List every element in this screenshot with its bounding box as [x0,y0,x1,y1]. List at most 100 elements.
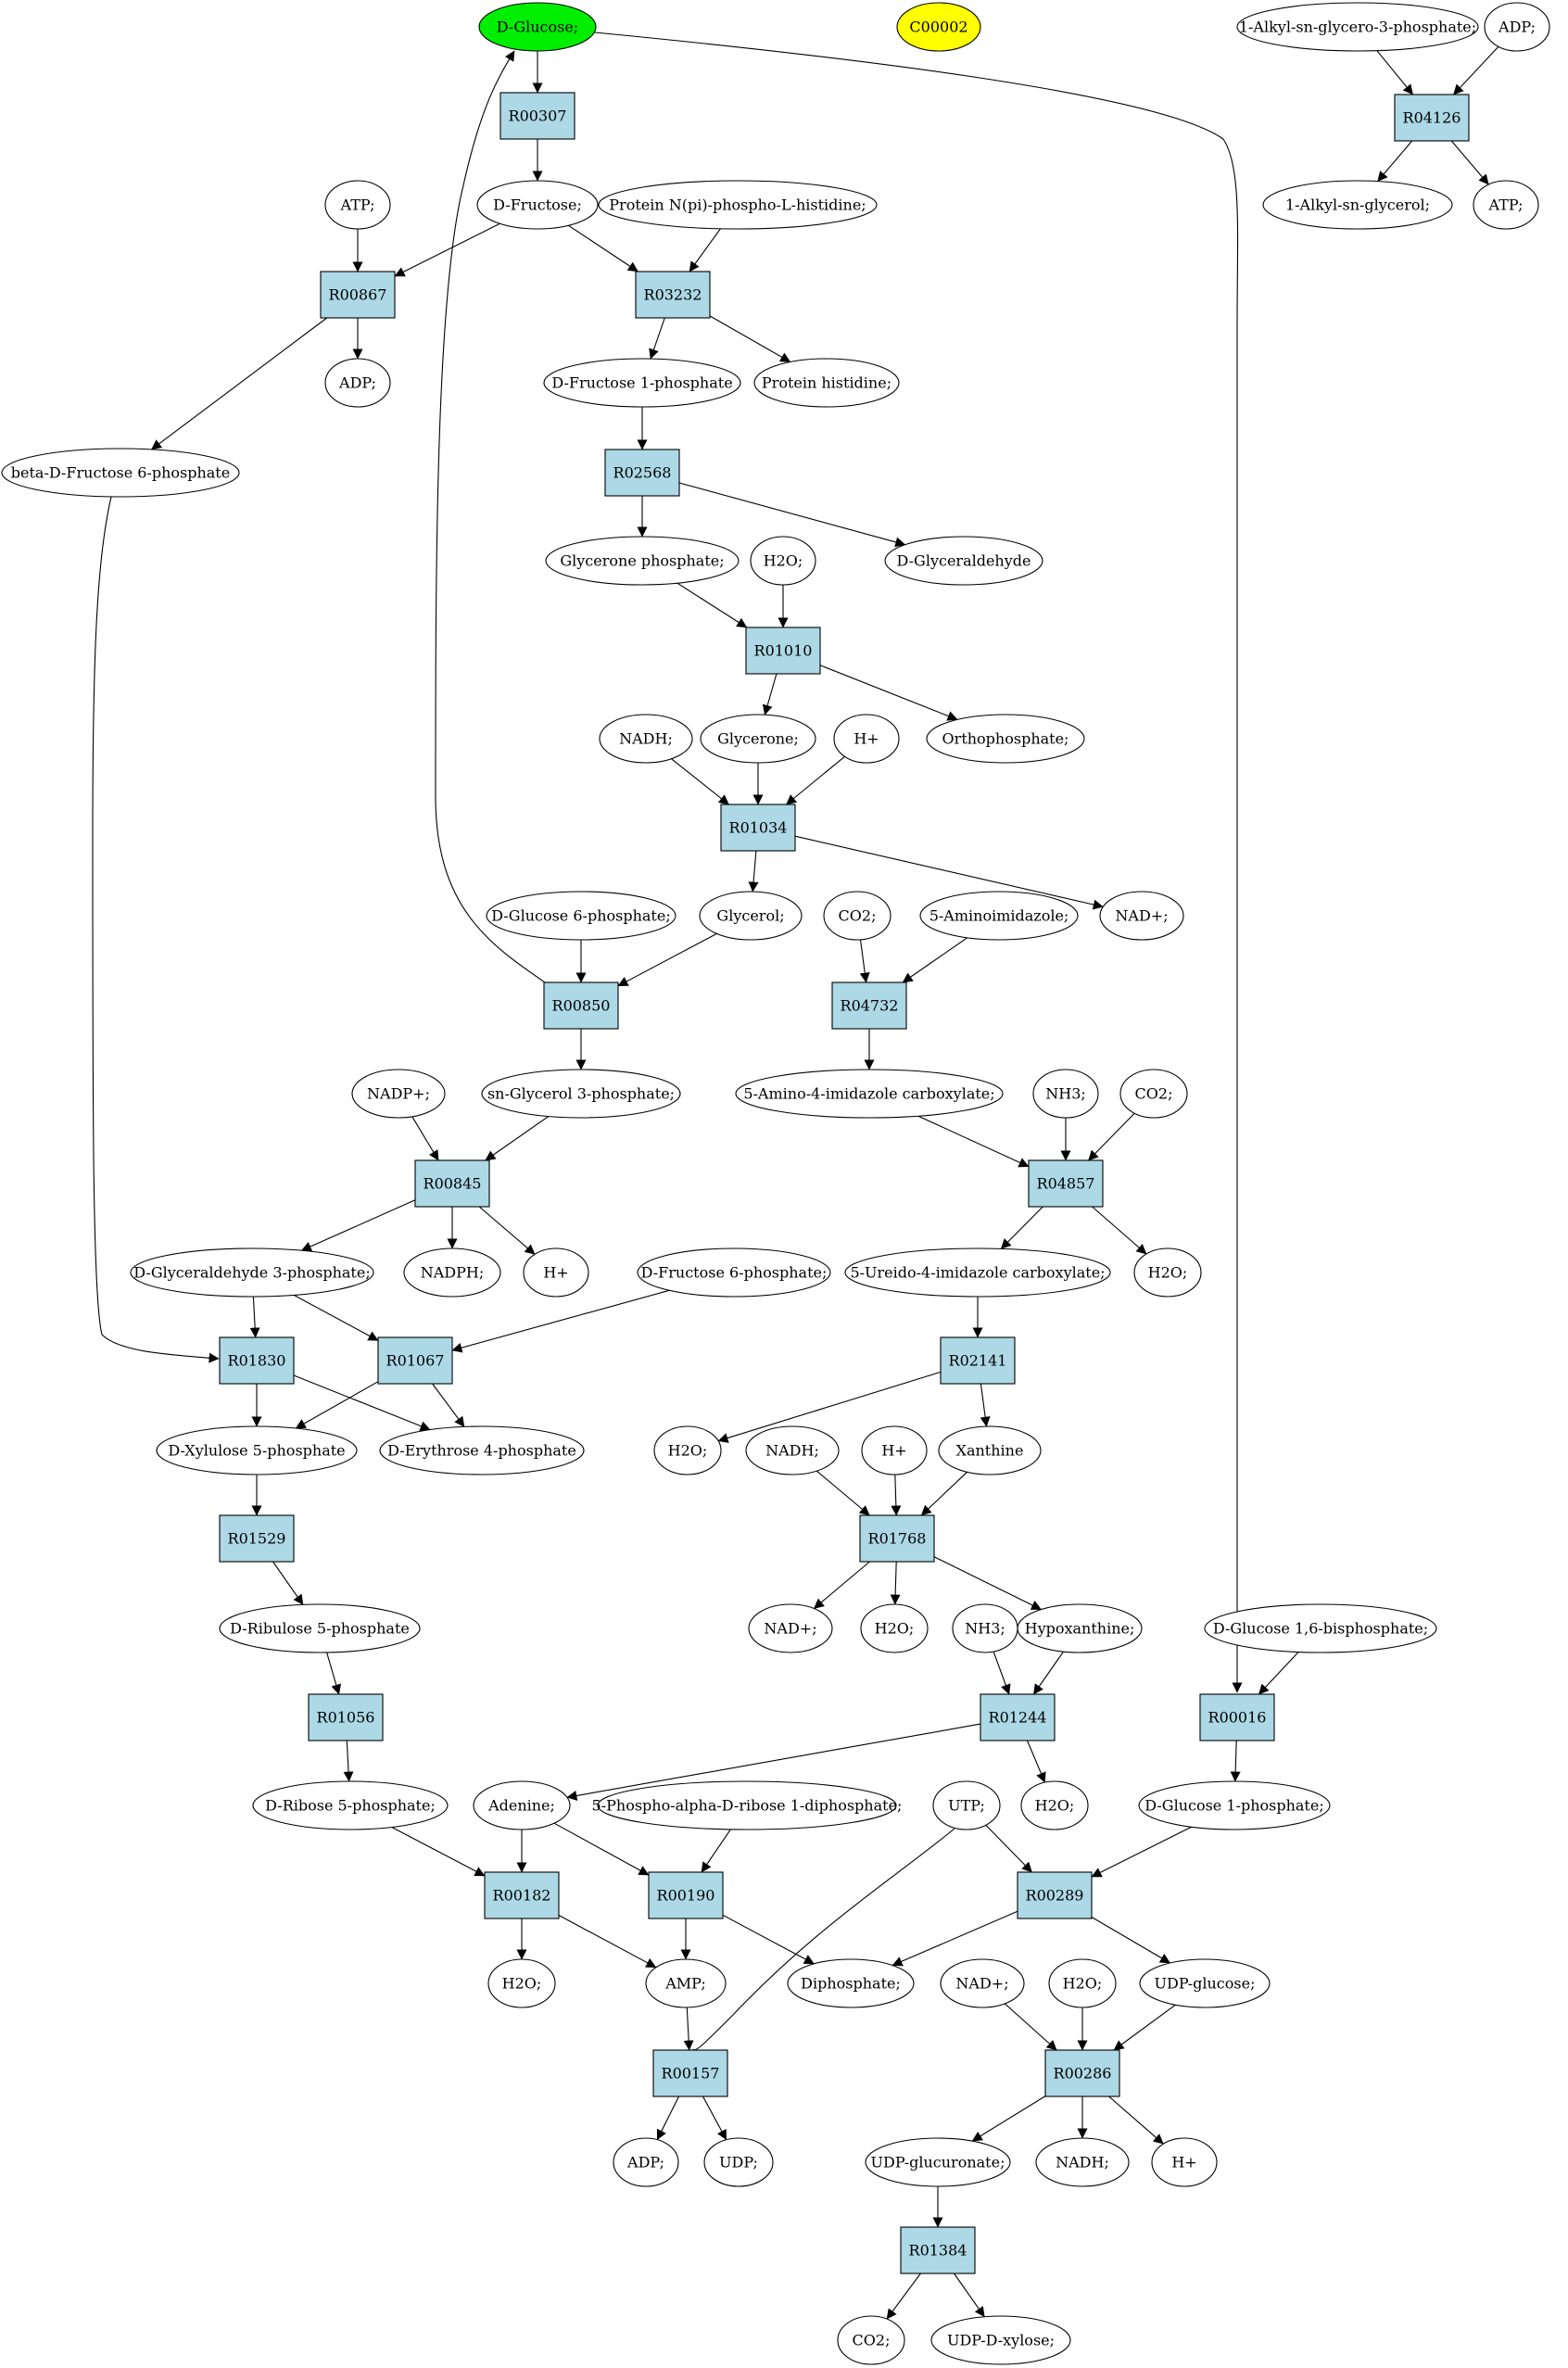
reaction-node-R01768[interactable]: R01768 [859,1514,935,1563]
reaction-node-R01034[interactable]: R01034 [720,804,796,852]
node-label: D-Fructose; [493,196,582,214]
compound-node-aic[interactable]: 5-Amino-4-imidazole carboxylate; [735,1069,1004,1119]
compound-node-nadp3[interactable]: NAD+; [940,1958,1025,2008]
compound-node-h2o_2[interactable]: H2O; [1133,1247,1202,1298]
compound-node-c00002[interactable]: C00002 [896,2,981,52]
compound-node-glyald[interactable]: D-Glyceraldehyde [884,536,1043,586]
compound-node-h2o_4[interactable]: H2O; [860,1603,929,1653]
compound-ellipse [860,1603,929,1653]
compound-node-alkg[interactable]: 1-Alkyl-sn-glycerol; [1262,180,1453,230]
reaction-node-R00867[interactable]: R00867 [320,271,396,319]
reaction-node-R00016[interactable]: R00016 [1199,1693,1275,1741]
compound-node-g16bp[interactable]: D-Glucose 1,6-bisphosphate; [1204,1603,1437,1653]
compound-ellipse [130,1247,374,1298]
compound-node-hplus4[interactable]: H+ [1151,2137,1218,2187]
compound-node-hplus1[interactable]: H+ [833,714,900,764]
compound-node-adp_a[interactable]: ADP; [1484,2,1550,52]
reaction-node-R00286[interactable]: R00286 [1044,2049,1120,2097]
compound-node-f6p[interactable]: D-Fructose 6-phosphate; [637,1247,831,1298]
node-label: D-Fructose 1-phosphate [551,374,732,392]
compound-node-h2o_5[interactable]: H2O; [1020,1780,1089,1830]
compound-node-ru5p[interactable]: D-Ribulose 5-phosphate [219,1603,421,1653]
compound-node-gnp[interactable]: Glycerone phosphate; [545,536,740,586]
compound-node-phist[interactable]: Protein histidine; [753,358,900,408]
compound-node-e4p[interactable]: D-Erythrose 4-phosphate [379,1425,585,1475]
compound-node-alkg3p[interactable]: 1-Alkyl-sn-glycero-3-phosphate; [1236,2,1479,52]
compound-node-udpg[interactable]: UDP-glucose; [1139,1958,1271,2008]
reaction-node-R01056[interactable]: R01056 [308,1693,384,1741]
reaction-node-R04732[interactable]: R04732 [831,981,907,1030]
reaction-node-R03232[interactable]: R03232 [635,271,711,319]
compound-node-ortho[interactable]: Orthophosphate; [926,714,1085,764]
compound-node-nh3_1[interactable]: NH3; [1032,1069,1099,1119]
compound-node-udp[interactable]: UDP; [703,2137,774,2187]
compound-node-nadph[interactable]: NADPH; [403,1247,501,1298]
compound-node-x5p[interactable]: D-Xylulose 5-phosphate [156,1425,358,1475]
reaction-node-R00850[interactable]: R00850 [543,981,619,1030]
compound-node-co2_2[interactable]: CO2; [1119,1069,1188,1119]
compound-node-h2o_7[interactable]: H2O; [1048,1958,1117,2008]
compound-node-nadh3[interactable]: NADH; [1035,2137,1130,2187]
compound-node-xan[interactable]: Xanthine [938,1425,1042,1475]
compound-node-f1p[interactable]: D-Fructose 1-phosphate [543,358,741,408]
compound-node-h2o_6[interactable]: H2O; [487,1958,556,2008]
reaction-node-R04857[interactable]: R04857 [1028,1159,1104,1208]
compound-node-hplus3[interactable]: H+ [861,1425,928,1475]
compound-node-udpxyl[interactable]: UDP-D-xylose; [930,2315,1071,2365]
compound-node-co2_1[interactable]: CO2; [823,891,891,941]
compound-node-glc[interactable]: D-Glucose; [478,2,597,52]
compound-node-nh3_2[interactable]: NH3; [952,1603,1018,1653]
compound-node-co2_3[interactable]: CO2; [837,2315,905,2365]
reaction-node-R01830[interactable]: R01830 [219,1336,295,1385]
compound-node-nadpplus[interactable]: NADP+; [351,1069,446,1119]
compound-node-h2o_1[interactable]: H2O; [750,536,816,586]
compound-node-utp[interactable]: UTP; [932,1780,1001,1830]
compound-node-gap[interactable]: D-Glyceraldehyde 3-phosphate; [130,1247,374,1298]
compound-node-dip[interactable]: Diphosphate; [787,1958,915,2008]
compound-node-g6p[interactable]: D-Glucose 6-phosphate; [486,891,677,941]
compound-node-prpp[interactable]: 5-Phospho-alpha-D-ribose 1-diphosphate; [592,1780,903,1830]
reaction-node-R00182[interactable]: R00182 [484,1871,560,1919]
compound-node-ade[interactable]: Adenine; [473,1780,571,1830]
edge-R00289-to-dip [891,1910,1018,1967]
compound-node-phis[interactable]: Protein N(pi)-phospho-L-histidine; [598,180,878,230]
compound-node-aimid[interactable]: 5-Aminoimidazole; [919,891,1079,941]
compound-node-bf6p[interactable]: beta-D-Fructose 6-phosphate [1,448,240,498]
compound-node-g1p[interactable]: D-Glucose 1-phosphate; [1138,1780,1331,1830]
reaction-node-R00307[interactable]: R00307 [499,92,575,140]
reaction-node-R00845[interactable]: R00845 [414,1159,490,1208]
reaction-node-R04126[interactable]: R04126 [1394,94,1470,142]
reaction-node-R01384[interactable]: R01384 [900,2226,976,2274]
compound-node-uic[interactable]: 5-Ureido-4-imidazole carboxylate; [844,1247,1111,1298]
compound-node-g3p[interactable]: sn-Glycerol 3-phosphate; [481,1069,681,1119]
reaction-node-R02141[interactable]: R02141 [940,1336,1016,1385]
compound-node-h2o_3[interactable]: H2O; [653,1425,722,1475]
reaction-node-R01529[interactable]: R01529 [219,1514,295,1563]
reaction-box [900,2226,976,2274]
compound-node-glycerone[interactable]: Glycerone; [700,714,816,764]
compound-node-nadp1[interactable]: NAD+; [1099,891,1184,941]
compound-node-r5p[interactable]: D-Ribose 5-phosphate; [252,1780,449,1830]
compound-node-nadp2[interactable]: NAD+; [748,1603,833,1653]
reaction-node-R00289[interactable]: R00289 [1017,1871,1093,1919]
compound-node-atp1[interactable]: ATP; [324,180,391,230]
compound-node-atp_a[interactable]: ATP; [1473,180,1539,230]
reaction-node-R02568[interactable]: R02568 [604,449,680,497]
reaction-node-R00190[interactable]: R00190 [648,1871,724,1919]
compound-node-nadh2[interactable]: NADH; [745,1425,840,1475]
compound-node-nadh1[interactable]: NADH; [599,714,693,764]
compound-ellipse [219,1603,421,1653]
reaction-node-R01244[interactable]: R01244 [980,1693,1056,1741]
compound-node-fru[interactable]: D-Fructose; [476,180,599,230]
reaction-node-R01010[interactable]: R01010 [745,627,821,675]
compound-node-glycerol[interactable]: Glycerol; [699,891,803,941]
compound-node-amp[interactable]: AMP; [645,1958,727,2008]
compound-node-udpgluc[interactable]: UDP-glucuronate; [865,2137,1011,2187]
reaction-node-R00157[interactable]: R00157 [652,2049,728,2097]
compound-node-adp1[interactable]: ADP; [324,358,391,408]
reaction-node-R01067[interactable]: R01067 [377,1336,453,1385]
compound-node-hplus2[interactable]: H+ [523,1247,589,1298]
compound-node-hypx[interactable]: Hypoxanthine; [1017,1603,1143,1653]
compound-node-adp2[interactable]: ADP; [613,2137,679,2187]
